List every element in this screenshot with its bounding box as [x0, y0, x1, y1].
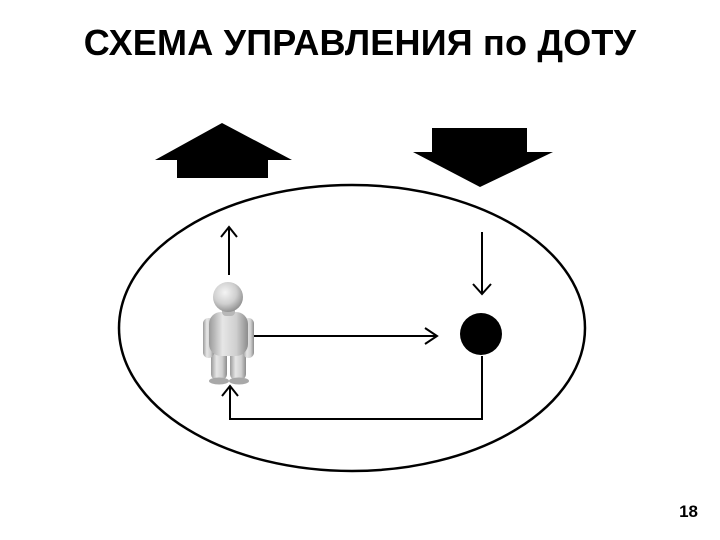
output-arrow [221, 227, 237, 275]
down-arrow-icon [413, 128, 553, 187]
up-arrow-icon [155, 123, 292, 178]
circle-object-icon [460, 313, 502, 355]
system-boundary-ellipse [119, 185, 585, 471]
input-arrow [473, 232, 491, 294]
feedback-loop-arrow [222, 356, 482, 419]
control-action-arrow [252, 328, 437, 344]
page-number: 18 [679, 502, 698, 522]
person-icon [203, 282, 254, 385]
